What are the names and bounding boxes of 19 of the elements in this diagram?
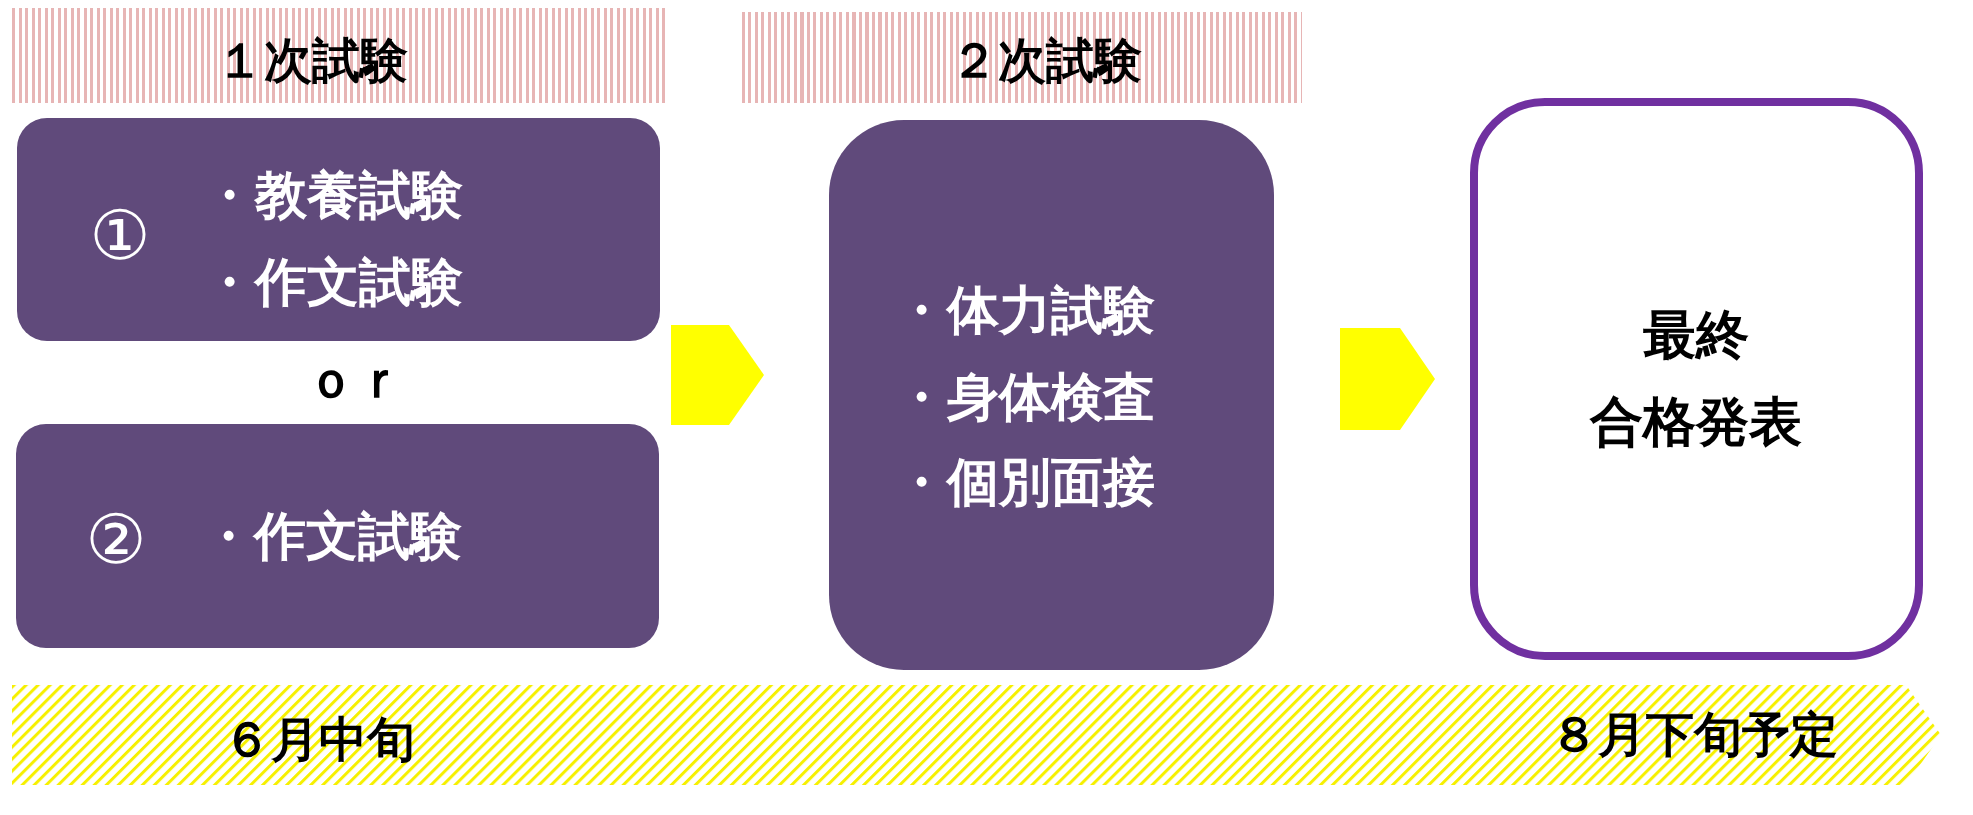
list-item: ・作文試験: [202, 510, 462, 562]
outlined-box: [1470, 98, 1923, 660]
list-item: ・教養試験: [203, 169, 463, 221]
timeline-arrow-band: [12, 685, 1941, 785]
or-label: ｏｒ: [306, 355, 406, 405]
circled-number: ②: [85, 506, 147, 574]
list-item: ・個別面接: [895, 456, 1155, 508]
rounded-box: [16, 424, 659, 648]
block-arrow: [1340, 328, 1435, 430]
block-arrow: [671, 325, 764, 425]
stage-heading: １次試験: [216, 36, 408, 84]
circled-number: ①: [89, 202, 151, 270]
list-item: ・作文試験: [203, 256, 463, 308]
rounded-box: [17, 118, 660, 341]
rounded-box: [829, 120, 1274, 670]
list-item: ・身体検査: [895, 371, 1155, 423]
box-label: 最終合格発表: [1588, 303, 1803, 454]
stage-heading: ２次試験: [950, 36, 1142, 84]
list-item: ・体力試験: [895, 284, 1155, 336]
